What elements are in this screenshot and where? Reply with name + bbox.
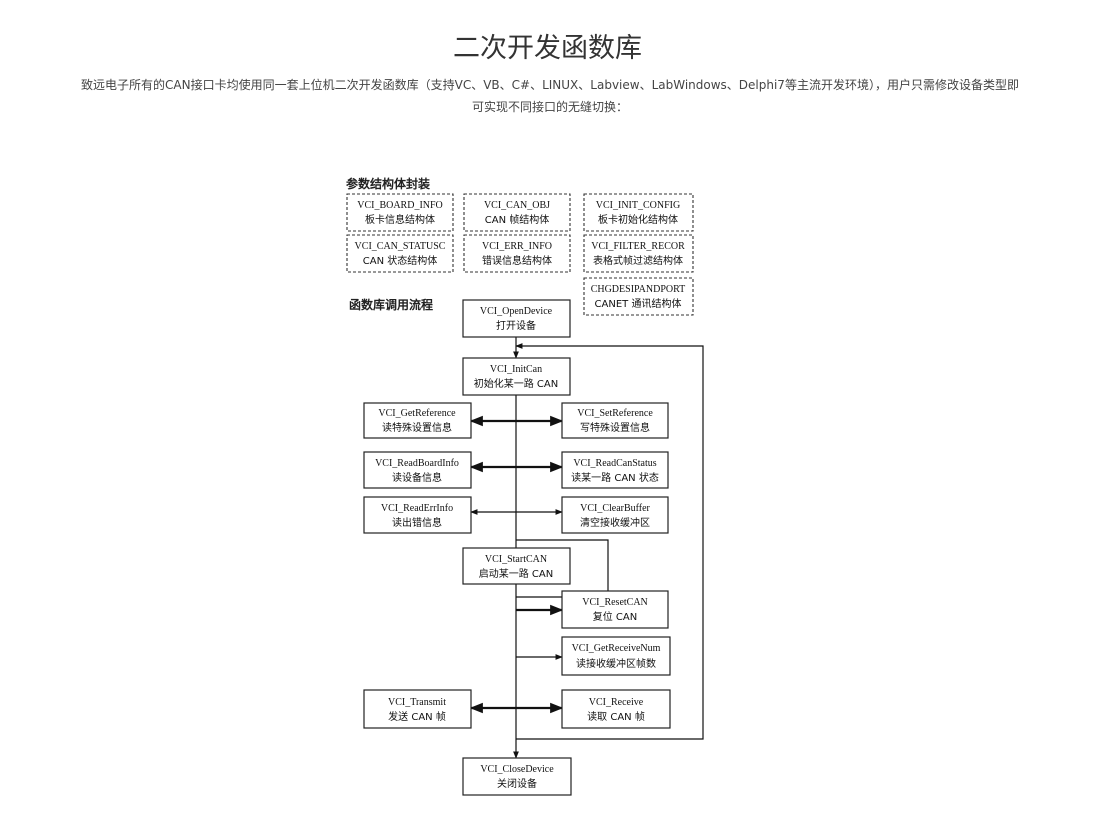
fn-desc: 写特殊设置信息 [580, 421, 650, 434]
fn-name: VCI_ReadBoardInfo [375, 458, 459, 469]
fn-read-board-info: VCI_ReadBoardInfo 读设备信息 [363, 451, 472, 489]
fn-name: VCI_ResetCAN [582, 597, 648, 608]
struct-filter-record: VCI_FILTER_RECOR 表格式帧过滤结构体 [583, 234, 694, 273]
struct-init-config: VCI_INIT_CONFIG 板卡初始化结构体 [583, 193, 694, 232]
fn-desc: 初始化某一路 CAN [474, 377, 558, 390]
fn-desc: 读取 CAN 帧 [587, 710, 645, 723]
page-title: 二次开发函数库 [453, 33, 642, 64]
struct-desc: CAN 帧结构体 [485, 213, 549, 226]
fn-desc: 读设备信息 [392, 471, 442, 484]
struct-chgdesipandport: CHGDESIPANDPORT CANET 通讯结构体 [583, 277, 694, 316]
fn-desc: 读某一路 CAN 状态 [571, 471, 659, 484]
fn-desc: 启动某一路 CAN [479, 567, 553, 580]
struct-name: CHGDESIPANDPORT [591, 284, 686, 295]
fn-transmit: VCI_Transmit 发送 CAN 帧 [363, 689, 472, 729]
fn-desc: 打开设备 [496, 319, 536, 332]
fn-name: VCI_ClearBuffer [580, 503, 650, 514]
struct-name: VCI_FILTER_RECOR [591, 241, 685, 252]
fn-open-device: VCI_OpenDevice 打开设备 [462, 299, 571, 338]
fn-name: VCI_InitCan [490, 364, 542, 375]
fn-receive: VCI_Receive 读取 CAN 帧 [561, 689, 671, 729]
fn-name: VCI_SetReference [577, 408, 653, 419]
fn-name: VCI_ReadErrInfo [381, 503, 453, 514]
fn-name: VCI_OpenDevice [480, 306, 553, 317]
fn-desc: 复位 CAN [593, 610, 637, 623]
struct-desc: CANET 通讯结构体 [595, 297, 682, 310]
fn-desc: 读出错信息 [392, 516, 442, 529]
fn-name: VCI_GetReference [378, 408, 456, 419]
struct-desc: 表格式帧过滤结构体 [593, 254, 683, 267]
fn-name: VCI_Receive [589, 697, 644, 708]
fn-desc: 关闭设备 [497, 777, 537, 790]
fn-desc: 清空接收缓冲区 [580, 516, 650, 529]
fn-desc: 读特殊设置信息 [382, 421, 452, 434]
fn-read-can-status: VCI_ReadCanStatus 读某一路 CAN 状态 [561, 451, 669, 489]
fn-name: VCI_ReadCanStatus [573, 458, 656, 469]
flow-connectors [469, 337, 704, 759]
struct-name: VCI_BOARD_INFO [357, 200, 443, 211]
fn-name: VCI_GetReceiveNum [572, 643, 661, 654]
fn-get-reference: VCI_GetReference 读特殊设置信息 [363, 402, 472, 439]
fn-init-can: VCI_InitCan 初始化某一路 CAN [462, 357, 571, 396]
struct-section-header: 参数结构体封装 [346, 176, 430, 191]
fn-close-device: VCI_CloseDevice 关闭设备 [462, 757, 572, 796]
struct-board-info: VCI_BOARD_INFO 板卡信息结构体 [346, 193, 454, 232]
flow-section-header: 函数库调用流程 [349, 297, 433, 312]
struct-desc: 板卡初始化结构体 [598, 213, 678, 226]
fn-get-receive-num: VCI_GetReceiveNum 读接收缓冲区帧数 [561, 636, 671, 676]
fn-name: VCI_StartCAN [485, 554, 547, 565]
fn-start-can: VCI_StartCAN 启动某一路 CAN [462, 547, 571, 585]
fn-set-reference: VCI_SetReference 写特殊设置信息 [561, 402, 669, 439]
struct-name: VCI_CAN_STATUSC [355, 241, 446, 252]
struct-err-info: VCI_ERR_INFO 错误信息结构体 [463, 234, 571, 273]
struct-can-obj: VCI_CAN_OBJ CAN 帧结构体 [463, 193, 571, 232]
struct-desc: 错误信息结构体 [482, 254, 552, 267]
struct-name: VCI_ERR_INFO [482, 241, 552, 252]
page-description: 致远电子所有的CAN接口卡均使用同一套上位机二次开发函数库（支持VC、VB、C#… [81, 78, 1019, 114]
struct-can-status: VCI_CAN_STATUSC CAN 状态结构体 [346, 234, 454, 273]
struct-desc: 板卡信息结构体 [365, 213, 435, 226]
fn-desc: 读接收缓冲区帧数 [576, 657, 656, 670]
fn-clear-buffer: VCI_ClearBuffer 清空接收缓冲区 [561, 496, 669, 534]
fn-read-err-info: VCI_ReadErrInfo 读出错信息 [363, 496, 472, 534]
fn-name: VCI_CloseDevice [480, 764, 554, 775]
struct-name: VCI_CAN_OBJ [484, 200, 550, 211]
struct-name: VCI_INIT_CONFIG [596, 200, 680, 211]
fn-desc: 发送 CAN 帧 [388, 710, 446, 723]
fn-name: VCI_Transmit [388, 697, 446, 708]
fn-reset-can: VCI_ResetCAN 复位 CAN [561, 590, 669, 629]
struct-desc: CAN 状态结构体 [363, 254, 437, 267]
